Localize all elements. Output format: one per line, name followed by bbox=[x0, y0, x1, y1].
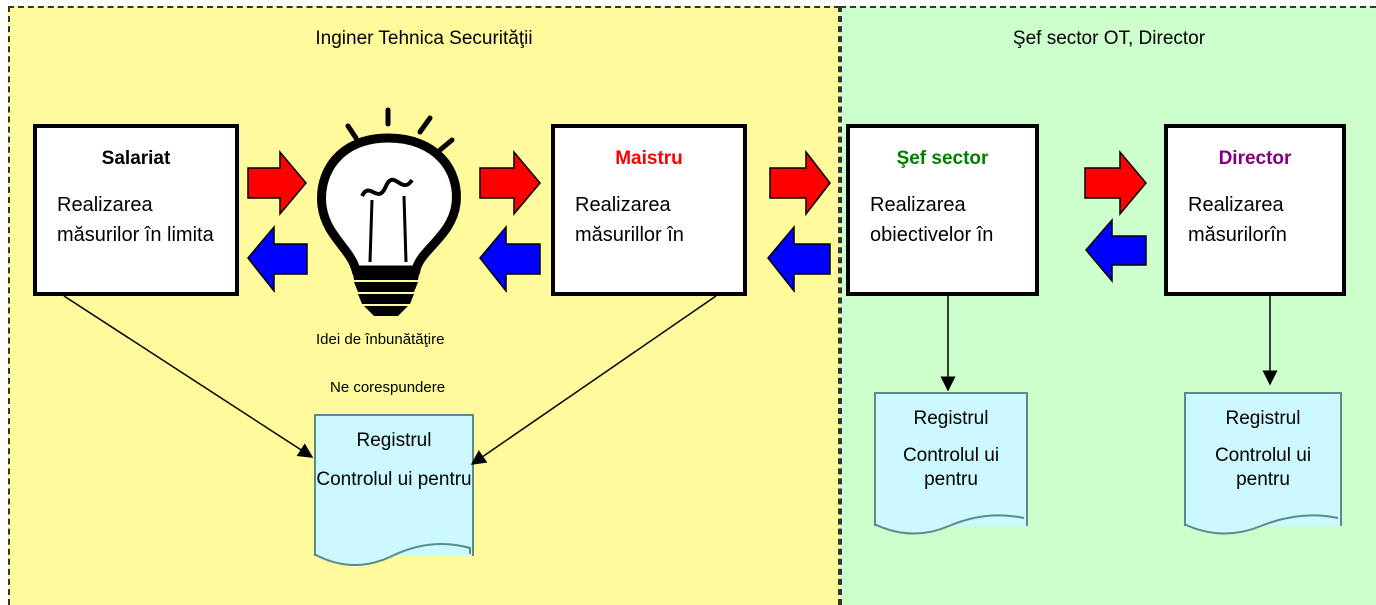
document-director-wave bbox=[1183, 514, 1339, 535]
arrow-back-2-icon bbox=[479, 224, 541, 294]
caption-ideas: Idei de înbunătăţire bbox=[316, 331, 445, 348]
box-salariat-text: Realizarea măsurilor în limita permis bbox=[57, 194, 214, 246]
caption-nonconformity: Ne corespundere bbox=[330, 379, 446, 396]
box-salariat-title: Salariat bbox=[101, 148, 171, 169]
box-maistru: Maistru Realizarea măsurillor în măsura bbox=[551, 124, 747, 296]
box-director-title: Director bbox=[1218, 148, 1292, 169]
document-center-wave bbox=[313, 543, 471, 566]
box-sef-sector: Şef sector Realizarea obiectivelor în ca… bbox=[846, 124, 1039, 296]
document-register-sef: Registrul Controlul ui pentru bbox=[874, 392, 1028, 526]
arrow-back-3-icon bbox=[767, 224, 831, 294]
box-maistru-text: Realizarea măsurillor în măsura bbox=[575, 194, 684, 246]
connector-maistru-register bbox=[470, 295, 717, 465]
arrow-forward-1-icon bbox=[247, 149, 307, 217]
document-register-center-title: Registrul bbox=[356, 430, 432, 451]
connector-salariat-register bbox=[63, 295, 314, 458]
zone-management-title: Şef sector OT, Director bbox=[1012, 28, 1206, 49]
box-salariat: Salariat Realizarea măsurilor în limita … bbox=[33, 124, 239, 296]
light-bulb-icon bbox=[317, 107, 461, 316]
document-register-director-text: Controlul ui pentru bbox=[1214, 445, 1312, 490]
document-register-sef-text: Controlul ui pentru bbox=[902, 445, 1000, 490]
document-sef-wave bbox=[873, 514, 1025, 535]
arrow-forward-2-icon bbox=[479, 149, 541, 217]
arrow-forward-3-icon bbox=[769, 149, 831, 217]
zone-engineer-title: Inginer Tehnica Securităţii bbox=[315, 28, 533, 49]
document-register-sef-title: Registrul bbox=[913, 408, 989, 429]
arrow-forward-4-icon bbox=[1084, 149, 1147, 217]
document-register-center-text: Controlul ui pentru bbox=[316, 469, 472, 490]
box-director-text: Realizarea măsurilorîn întreprindere bbox=[1188, 194, 1287, 246]
box-sef-sector-title: Şef sector bbox=[896, 148, 989, 169]
document-register-director-title: Registrul bbox=[1225, 408, 1301, 429]
box-maistru-title: Maistru bbox=[615, 148, 683, 169]
arrow-back-1-icon bbox=[247, 224, 308, 294]
arrow-back-4-icon bbox=[1085, 217, 1147, 284]
box-sef-sector-text: Realizarea obiectivelor în cadrul unui bbox=[870, 194, 994, 246]
box-director: Director Realizarea măsurilorîn întrepri… bbox=[1164, 124, 1346, 296]
document-register-director: Registrul Controlul ui pentru bbox=[1184, 392, 1342, 526]
document-register-center: Registrul Controlul ui pentru bbox=[314, 414, 474, 556]
